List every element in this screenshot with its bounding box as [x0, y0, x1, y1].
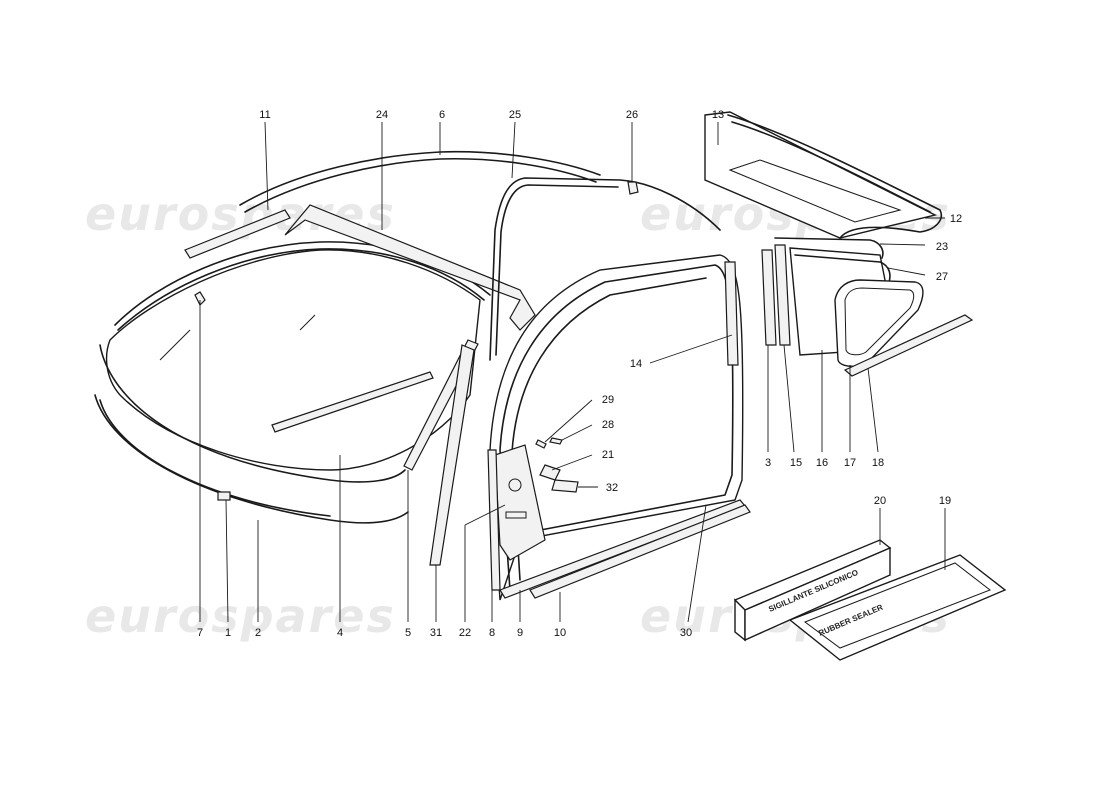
seal-23: [774, 237, 884, 259]
glass-reflection-line: [159, 329, 191, 361]
quarter-window-assembly: [704, 111, 974, 377]
clip-29: [535, 439, 547, 449]
pillar-seal-31: [429, 344, 475, 566]
part-label-1: 1: [225, 627, 231, 639]
leader-1: [225, 499, 229, 623]
part-label-10: 10: [554, 627, 566, 639]
part-label-4: 4: [337, 627, 343, 639]
window-channel-14: [724, 261, 739, 366]
part-label-11: 11: [259, 109, 270, 121]
part-label-7: 7: [197, 627, 203, 639]
door-opening-seal: [499, 264, 734, 591]
fastener-32: [551, 479, 579, 493]
leader-22b: [464, 504, 506, 526]
leader-11: [264, 121, 269, 211]
door-seal-25-inner: [495, 184, 619, 356]
vent-window-frame-17: [834, 279, 924, 367]
part-label-6: 6: [439, 109, 445, 121]
leader-30: [687, 504, 707, 623]
part-label-25: 25: [509, 109, 521, 121]
windshield-lower-trim-inner: [99, 399, 331, 517]
door-opening-seal-inner: [511, 277, 707, 581]
windshield-top-seal-inner: [117, 248, 485, 331]
glass-reflection-line-2: [299, 314, 316, 331]
roof-trim-24: [284, 204, 536, 331]
watermark-bottom-left: eurospares: [85, 589, 396, 643]
sill-strip-10: [529, 504, 751, 599]
part-label-18: 18: [872, 457, 884, 469]
vent-window-frame-17-inner: [844, 287, 915, 356]
part-label-3: 3: [765, 457, 771, 469]
part-label-28: 28: [602, 419, 614, 431]
door-check-strap-22: [494, 444, 546, 561]
sealant-tray-19-inner: [803, 562, 992, 649]
part-label-22: 22: [459, 627, 471, 639]
mounting-slot: [505, 511, 527, 519]
clip-part-1: [217, 491, 231, 501]
leader-29: [544, 399, 593, 443]
leader-18: [867, 367, 879, 453]
sealant-tray-19: [788, 554, 1007, 661]
part-label-21: 21: [602, 449, 614, 461]
windshield-lower-seal: [99, 344, 406, 483]
part-label-24: 24: [376, 109, 388, 121]
part-label-2: 2: [255, 627, 261, 639]
part-label-19: 19: [939, 495, 951, 507]
quarter-glass-13: [704, 111, 938, 239]
quarter-glass-inner: [728, 159, 902, 223]
part-label-26: 26: [626, 109, 638, 121]
leader-lines: [199, 121, 946, 623]
clip-26: [627, 181, 639, 195]
part-label-17: 17: [844, 457, 856, 469]
part-labels: 1 2 3 4 5 6 7 8 9 10 11 12 13 14 15 16 1…: [197, 109, 962, 639]
door-opening-frame: [489, 254, 744, 601]
part-label-5: 5: [405, 627, 411, 639]
leader-28: [561, 424, 593, 441]
screw-28: [549, 437, 563, 445]
part-label-27: 27: [936, 271, 948, 283]
part-label-29: 29: [602, 394, 614, 406]
part-label-8: 8: [489, 627, 495, 639]
window-seal-15: [774, 244, 791, 346]
window-seal-3: [761, 249, 777, 346]
leader-25: [511, 121, 516, 179]
a-pillar-strip-left: [184, 209, 291, 259]
part-label-23: 23: [936, 241, 948, 253]
part-label-32: 32: [606, 482, 618, 494]
leader-14: [649, 334, 733, 364]
part-label-16: 16: [816, 457, 828, 469]
leader-23: [879, 243, 926, 246]
door-edge-seal-8: [487, 449, 501, 591]
sealant-tube-box-20-front: [744, 546, 891, 642]
part-label-12: 12: [950, 213, 962, 225]
quarter-seal-12: [727, 114, 942, 239]
roof-drip-rail-6-inner: [244, 157, 597, 213]
part-label-14: 14: [630, 358, 642, 370]
corner-strip-7: [194, 291, 206, 307]
quarter-seal-12-inner: [731, 121, 931, 213]
part-label-13: 13: [712, 109, 724, 121]
leader-15: [783, 344, 795, 453]
part-label-31: 31: [430, 627, 442, 639]
door-assembly: [487, 177, 751, 601]
part-label-15: 15: [790, 457, 802, 469]
part-label-30: 30: [680, 627, 692, 639]
windshield-lower-trim: [94, 394, 409, 524]
door-seal-25-outer: [489, 177, 721, 361]
part-label-9: 9: [517, 627, 523, 639]
leader-21: [551, 454, 593, 471]
part-label-20: 20: [874, 495, 886, 507]
leader-27: [887, 267, 926, 276]
glass-moulding-strip: [271, 371, 434, 433]
mounting-hole: [508, 478, 522, 492]
